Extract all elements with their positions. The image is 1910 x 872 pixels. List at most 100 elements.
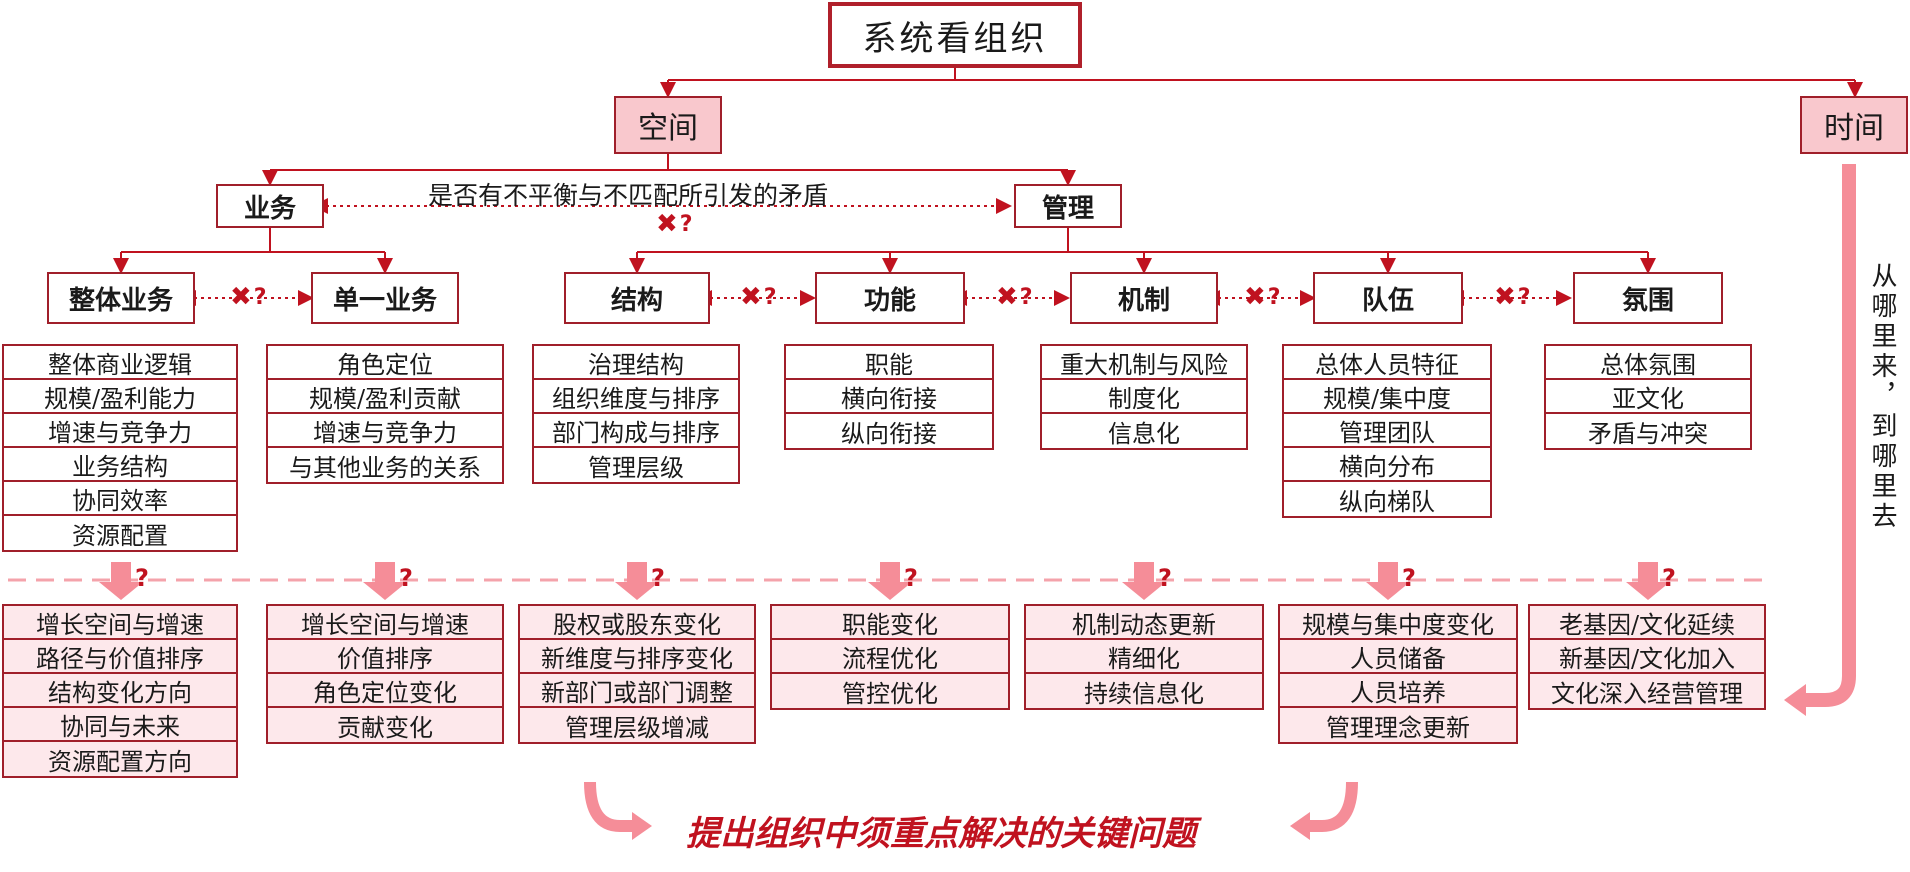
change-question-mark: ? xyxy=(651,564,665,592)
down-arrows xyxy=(99,562,1670,600)
category-items-3: 职能横向衔接纵向衔接 xyxy=(784,344,994,450)
space-connector xyxy=(262,154,1076,186)
change-items-6: 老基因/文化延续新基因/文化加入文化深入经营管理 xyxy=(1528,604,1766,710)
item-cell: 横向分布 xyxy=(1284,448,1490,482)
change-cell: 管理层级增减 xyxy=(565,713,709,742)
conclusion-arrow-left-head xyxy=(632,812,652,840)
root-node: 系统看组织 xyxy=(828,2,1082,68)
category-node-1: 单一业务 xyxy=(311,272,459,324)
category-node-2: 结构 xyxy=(564,272,710,324)
item-cell: 亚文化 xyxy=(1546,380,1750,414)
change-cell: 流程优化 xyxy=(772,640,1008,674)
category-node-3: 功能 xyxy=(815,272,965,324)
sibling-conflict-mark-3: ✖? xyxy=(1244,282,1281,312)
change-cell: 新基因/文化加入 xyxy=(1530,640,1764,674)
change-items-5: 规模与集中度变化人员储备人员培养管理理念更新 xyxy=(1278,604,1518,744)
time-arrow xyxy=(1800,164,1856,707)
item-cell: 职能 xyxy=(786,346,992,380)
sibling-conflict-mark-2: ✖? xyxy=(996,282,1033,312)
item-cell: 增速与竞争力 xyxy=(4,414,236,448)
change-cell: 协同与未来 xyxy=(4,708,236,742)
change-items-0: 增长空间与增速路径与价值排序结构变化方向协同与未来资源配置方向 xyxy=(2,604,238,778)
item-cell: 矛盾与冲突 xyxy=(1588,419,1708,448)
change-cell: 人员储备 xyxy=(1280,640,1516,674)
category-node-5: 队伍 xyxy=(1313,272,1463,324)
item-cell: 业务结构 xyxy=(4,448,236,482)
category-items-5: 总体人员特征规模/集中度管理团队横向分布纵向梯队 xyxy=(1282,344,1492,518)
category-items-0: 整体商业逻辑规模/盈利能力增速与竞争力业务结构协同效率资源配置 xyxy=(2,344,238,552)
cross-icon: ✖ xyxy=(1494,282,1516,312)
category-node-0: 整体业务 xyxy=(47,272,195,324)
change-cell: 规模与集中度变化 xyxy=(1280,606,1516,640)
item-cell: 治理结构 xyxy=(534,346,738,380)
business-connector xyxy=(113,228,393,274)
change-cell: 文化深入经营管理 xyxy=(1551,679,1743,708)
item-cell: 管理层级 xyxy=(588,453,684,482)
change-items-2: 股权或股东变化新维度与排序变化新部门或部门调整管理层级增减 xyxy=(518,604,756,744)
change-question-mark: ? xyxy=(1662,564,1676,592)
change-question-mark: ? xyxy=(1402,564,1416,592)
change-cell: 管理理念更新 xyxy=(1326,713,1470,742)
change-question-mark: ? xyxy=(1158,564,1172,592)
imbalance-question: 是否有不平衡与不匹配所引发的矛盾 xyxy=(428,181,829,210)
time-arrow-head xyxy=(1784,684,1806,716)
change-cell: 股权或股东变化 xyxy=(520,606,754,640)
item-cell: 规模/集中度 xyxy=(1284,380,1490,414)
imbalance-conflict-mark: ✖ ? xyxy=(656,209,693,239)
item-cell: 纵向衔接 xyxy=(841,419,937,448)
change-cell: 增长空间与增速 xyxy=(268,606,502,640)
item-cell: 部门构成与排序 xyxy=(534,414,738,448)
change-cell: 机制动态更新 xyxy=(1026,606,1262,640)
item-cell: 信息化 xyxy=(1108,419,1180,448)
change-items-4: 机制动态更新精细化持续信息化 xyxy=(1024,604,1264,710)
root-connector xyxy=(660,68,1863,98)
change-cell: 路径与价值排序 xyxy=(4,640,236,674)
item-cell: 资源配置 xyxy=(72,521,168,550)
change-cell: 角色定位变化 xyxy=(268,674,502,708)
change-cell: 精细化 xyxy=(1026,640,1262,674)
conclusion-arrow-left xyxy=(584,781,634,832)
sibling-conflict-mark-0: ✖? xyxy=(230,282,267,312)
category-node-4: 机制 xyxy=(1070,272,1218,324)
time-question: 从哪里来，到哪里去 xyxy=(1867,262,1897,532)
change-cell: 新部门或部门调整 xyxy=(520,674,754,708)
category-node-6: 氛围 xyxy=(1573,272,1723,324)
change-cell: 人员培养 xyxy=(1280,674,1516,708)
conclusion-arrow-right xyxy=(1308,781,1358,832)
business-node: 业务 xyxy=(216,184,324,228)
category-items-1: 角色定位规模/盈利贡献增速与竞争力与其他业务的关系 xyxy=(266,344,504,484)
cross-icon: ✖ xyxy=(1244,282,1266,312)
category-items-6: 总体氛围亚文化矛盾与冲突 xyxy=(1544,344,1752,450)
item-cell: 纵向梯队 xyxy=(1339,487,1435,516)
conclusion-text: 提出组织中须重点解决的关键问题 xyxy=(686,814,1196,854)
item-cell: 整体商业逻辑 xyxy=(4,346,236,380)
item-cell: 制度化 xyxy=(1042,380,1246,414)
category-items-4: 重大机制与风险制度化信息化 xyxy=(1040,344,1248,450)
cross-icon: ✖ xyxy=(996,282,1018,312)
cross-icon: ✖ xyxy=(740,282,762,312)
change-cell: 贡献变化 xyxy=(337,713,433,742)
item-cell: 组织维度与排序 xyxy=(534,380,738,414)
item-cell: 与其他业务的关系 xyxy=(289,453,481,482)
sibling-conflict-mark-1: ✖? xyxy=(740,282,777,312)
management-node: 管理 xyxy=(1014,184,1122,228)
change-items-1: 增长空间与增速价值排序角色定位变化贡献变化 xyxy=(266,604,504,744)
change-question-mark: ? xyxy=(904,564,918,592)
sibling-conflict-mark-4: ✖? xyxy=(1494,282,1531,312)
item-cell: 角色定位 xyxy=(268,346,502,380)
item-cell: 协同效率 xyxy=(4,482,236,516)
item-cell: 管理团队 xyxy=(1284,414,1490,448)
conclusion-arrow-right-head xyxy=(1290,812,1310,840)
change-question-mark: ? xyxy=(135,564,149,592)
change-cell: 职能变化 xyxy=(772,606,1008,640)
cross-icon: ✖ xyxy=(230,282,252,312)
change-cell: 老基因/文化延续 xyxy=(1530,606,1764,640)
item-cell: 总体人员特征 xyxy=(1284,346,1490,380)
change-items-3: 职能变化流程优化管控优化 xyxy=(770,604,1010,710)
change-question-mark: ? xyxy=(399,564,413,592)
change-cell: 管控优化 xyxy=(842,679,938,708)
item-cell: 增速与竞争力 xyxy=(268,414,502,448)
item-cell: 横向衔接 xyxy=(786,380,992,414)
